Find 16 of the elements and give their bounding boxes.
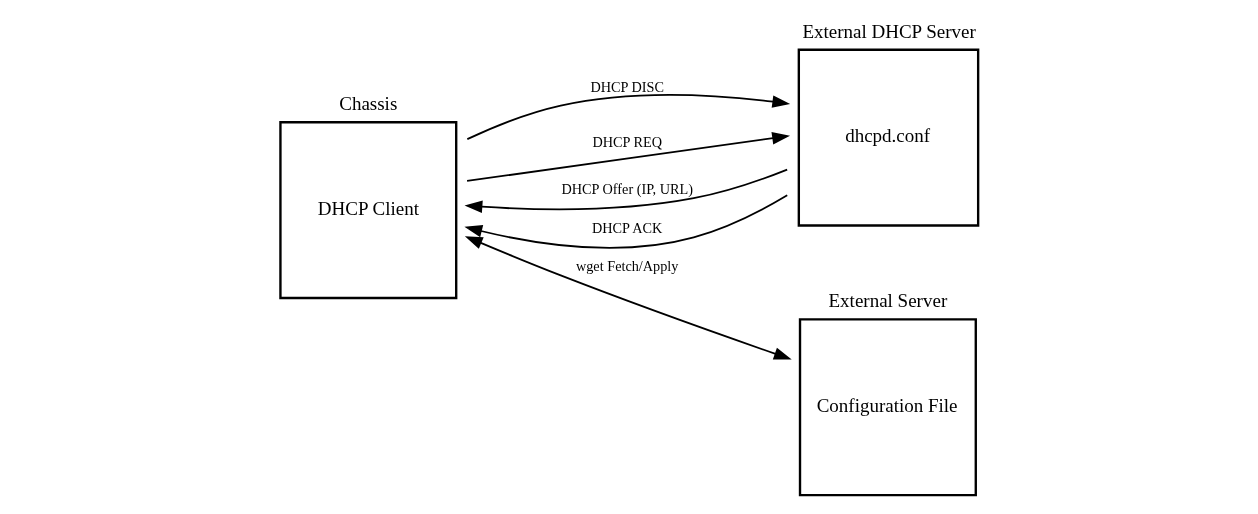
arrow — [464, 168, 789, 213]
arrow — [464, 236, 792, 360]
node-label: External Server — [828, 290, 948, 312]
arrow — [466, 94, 791, 141]
node-box: Configuration File — [798, 318, 977, 497]
edge-label: DHCP Offer (IP, URL) — [561, 181, 693, 198]
edge-label: DHCP DISC — [590, 79, 664, 96]
edge-label: DHCP REQ — [592, 133, 662, 150]
arrow — [464, 194, 789, 249]
node-label: Chassis — [339, 93, 398, 115]
edge-label: wget Fetch/Apply — [575, 258, 679, 275]
node-box: dhcpd.conf — [797, 48, 980, 227]
node-label: External DHCP Server — [802, 20, 976, 42]
arrow — [466, 132, 790, 182]
edge-label: DHCP ACK — [592, 220, 663, 237]
node-box: DHCP Client — [279, 121, 458, 300]
